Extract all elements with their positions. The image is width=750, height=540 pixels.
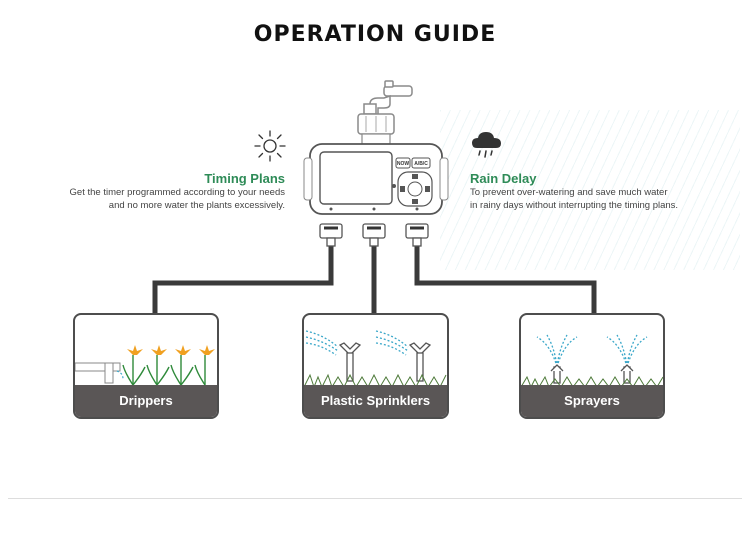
sprinkler-icon [304,330,447,389]
rain-desc-line-1: To prevent over-watering and save much w… [470,187,668,198]
sprayer-icon [521,334,663,389]
lcd-screen [319,151,393,205]
rain-desc-line-2: in rainy days without interrupting the t… [470,200,679,211]
abc-button-label: A/B/C [414,161,428,167]
now-button-label: NOW [397,161,410,167]
faucet-icon [363,80,413,117]
rain-delay-description: To prevent over-watering and save much w… [470,186,720,212]
timing-desc-line-1: Get the timer programmed according to yo… [69,187,285,198]
plastic-sprinklers-label: Plastic Sprinklers [304,385,447,417]
footer-divider [8,498,742,499]
rain-delay-title: Rain Delay [470,171,537,186]
drippers-card: Drippers [73,313,219,419]
drippers-label: Drippers [75,385,217,417]
dial-pad [392,171,433,207]
sprayers-label: Sprayers [521,385,663,417]
timing-plans-description: Get the timer programmed according to yo… [30,186,285,212]
sprayers-card: Sprayers [519,313,665,419]
water-timer-device: NOW A/B/C [303,80,449,247]
sun-icon [254,130,286,162]
rain-cloud-icon [472,132,501,158]
timing-desc-line-2: and no more water the plants excessively… [108,200,285,211]
dripper-flowers-icon [75,345,217,389]
plastic-sprinklers-card: Plastic Sprinklers [302,313,449,419]
timing-plans-title: Timing Plans [204,171,285,186]
page-title: OPERATION GUIDE [253,22,497,47]
